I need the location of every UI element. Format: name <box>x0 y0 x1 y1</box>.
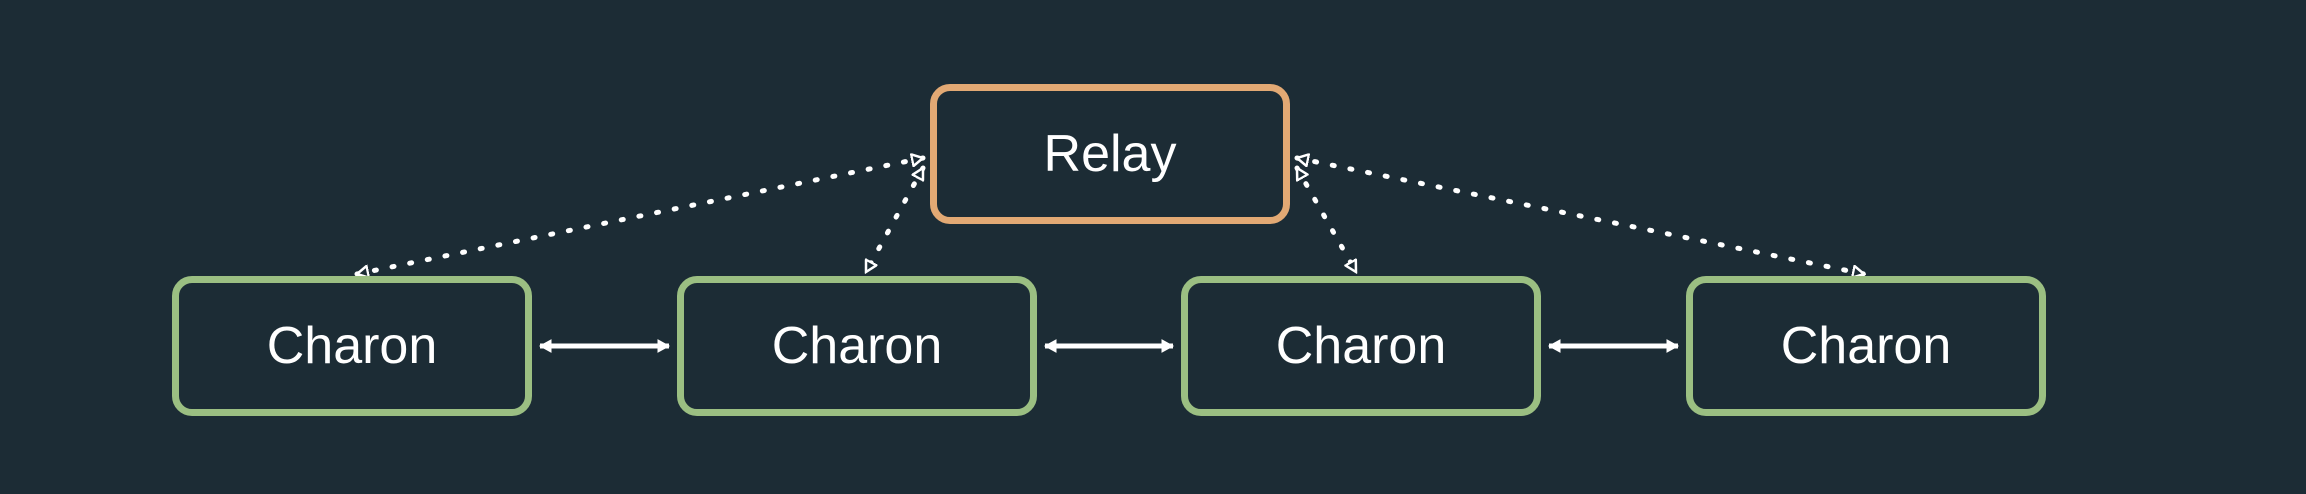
charon-label: Charon <box>1275 317 1447 375</box>
relay-node: Relay <box>930 84 1290 224</box>
relay-charon-3-link <box>1294 165 1359 275</box>
relay-label: Relay <box>1043 125 1177 183</box>
charon-node-4: Charon <box>1686 276 2046 416</box>
charon-label: Charon <box>771 317 943 375</box>
relay-charon-4-link <box>1297 158 1864 274</box>
relay-charon-1-link <box>357 158 923 274</box>
charon-label: Charon <box>266 317 438 375</box>
relay-charon-2-link <box>863 165 926 275</box>
charon-node-1: Charon <box>172 276 532 416</box>
charon-label: Charon <box>1780 317 1952 375</box>
charon-node-2: Charon <box>677 276 1037 416</box>
charon-node-3: Charon <box>1181 276 1541 416</box>
